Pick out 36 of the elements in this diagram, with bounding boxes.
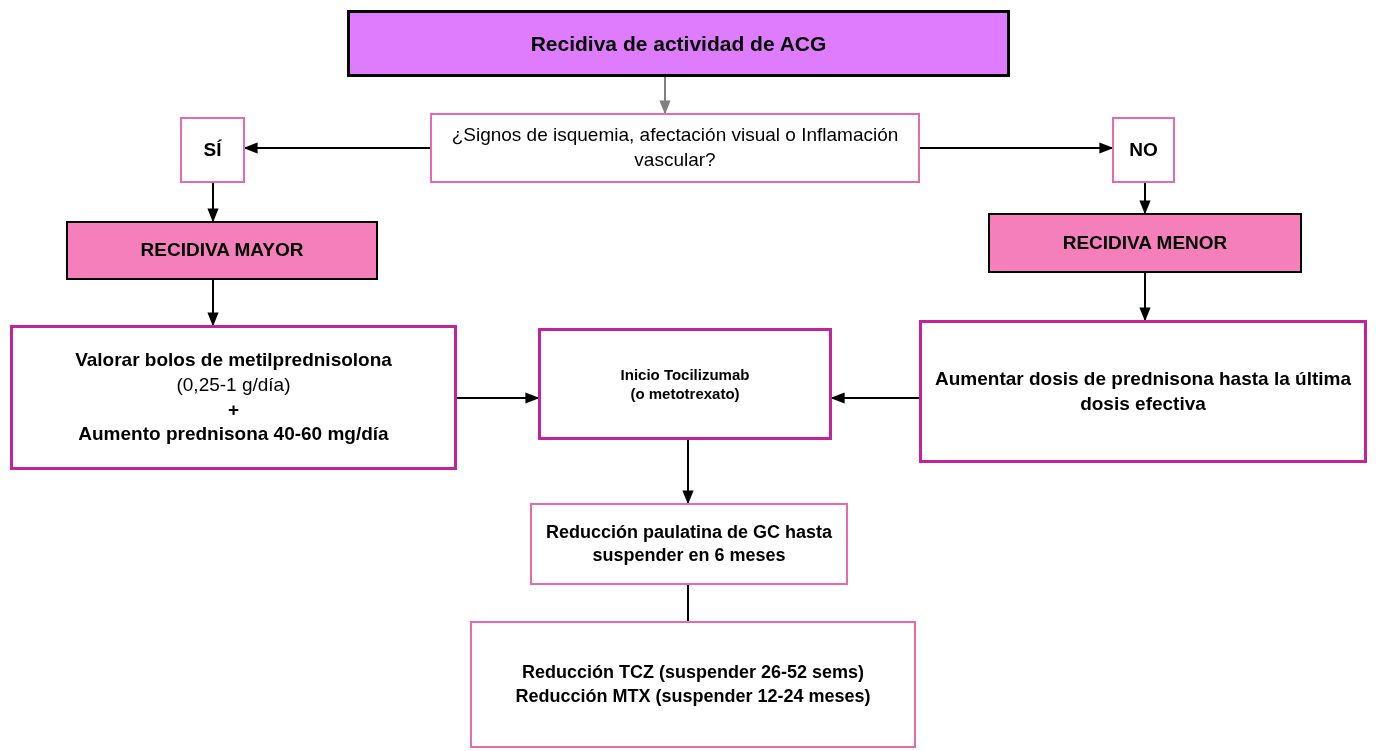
box-text: Reducción paulatina de GC hasta suspender en 6 meses [544,520,834,567]
box-text: Aumentar dosis de prednisona hasta la última dosis efectiva [934,366,1352,416]
arrow [1139,272,1151,322]
arrow [830,392,920,404]
box-text: (0,25-1 g/día) [176,372,291,397]
box-text: ¿Signos de isquemia, afectación visual o Inflamación vascular? [450,123,900,172]
action-box [10,325,457,470]
arrow [207,279,219,327]
box-text: NO [1129,137,1158,162]
category-box [66,221,378,280]
box-text: Valorar bolos de metilprednisolona [75,348,392,373]
box-text: Reducción TCZ (suspender 26-52 sems) [521,661,865,685]
arrow [659,76,671,115]
decision-box [430,113,920,183]
answer-box [180,117,245,183]
answer-box [1112,117,1175,183]
process-box [530,503,848,585]
box-text: Recidiva de actividad de ACG [530,30,827,57]
box-text: RECIDIVA MAYOR [140,238,304,263]
action-box [538,328,832,440]
arrow [919,142,1114,154]
process-box [470,621,916,748]
box-text: Aumento prednisona 40-60 mg/día [78,422,389,447]
arrow [1139,182,1151,215]
arrow [456,392,540,404]
box-text: SÍ [203,137,222,162]
box-text: + [227,397,240,422]
box-text: RECIDIVA MENOR [1062,230,1228,255]
arrow [207,182,219,223]
box-text: Reducción MTX (suspender 12-24 meses) [515,684,871,708]
title-box [347,10,1010,77]
action-box [919,320,1367,463]
category-box [988,213,1302,273]
box-text: Inicio Tocilizumab [620,364,750,384]
arrow [682,439,694,505]
box-text: (o metotrexato) [630,384,740,404]
